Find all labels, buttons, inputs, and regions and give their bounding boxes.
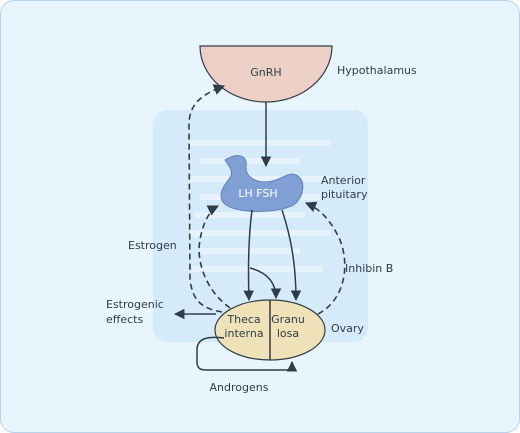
hypothalamus-label: Hypothalamus — [337, 64, 417, 77]
estrogen-to-hypothalamus-arrow — [188, 84, 226, 313]
estrogenic-label-line2: effects — [106, 313, 143, 326]
anterior-pituitary-shape — [220, 155, 304, 212]
hypothalamus-shape — [199, 45, 333, 103]
estrogen-label: Estrogen — [128, 239, 177, 252]
theca-label-line2: interna — [224, 327, 263, 340]
granulosa-label-line2: losa — [277, 327, 299, 340]
theca-label-line1: Theca — [226, 313, 260, 326]
inhibin-b-label: Inhibin B — [345, 262, 393, 275]
inhibin-b-arrow — [304, 201, 346, 315]
anterior-label-line1: Anterior — [321, 174, 366, 187]
anterior-label-line2: pituitary — [321, 188, 368, 201]
fsh-to-granulosa-arrow — [281, 209, 302, 302]
lh-branch-to-granulosa-arrow — [249, 267, 282, 300]
lh-to-theca-arrow — [243, 209, 254, 302]
lh-fsh-label: LH FSH — [238, 187, 277, 200]
androgens-label: Androgens — [210, 381, 269, 394]
estrogen-to-pituitary-arrow — [198, 205, 231, 309]
granulosa-label-line1: Granu — [271, 313, 305, 326]
androgens-loop-arrow — [196, 336, 298, 372]
estrogenic-label-line1: Estrogenic — [106, 298, 164, 311]
background-panel — [153, 110, 368, 342]
gnrh-label: GnRH — [250, 66, 281, 79]
ovary-label: Ovary — [331, 322, 364, 335]
